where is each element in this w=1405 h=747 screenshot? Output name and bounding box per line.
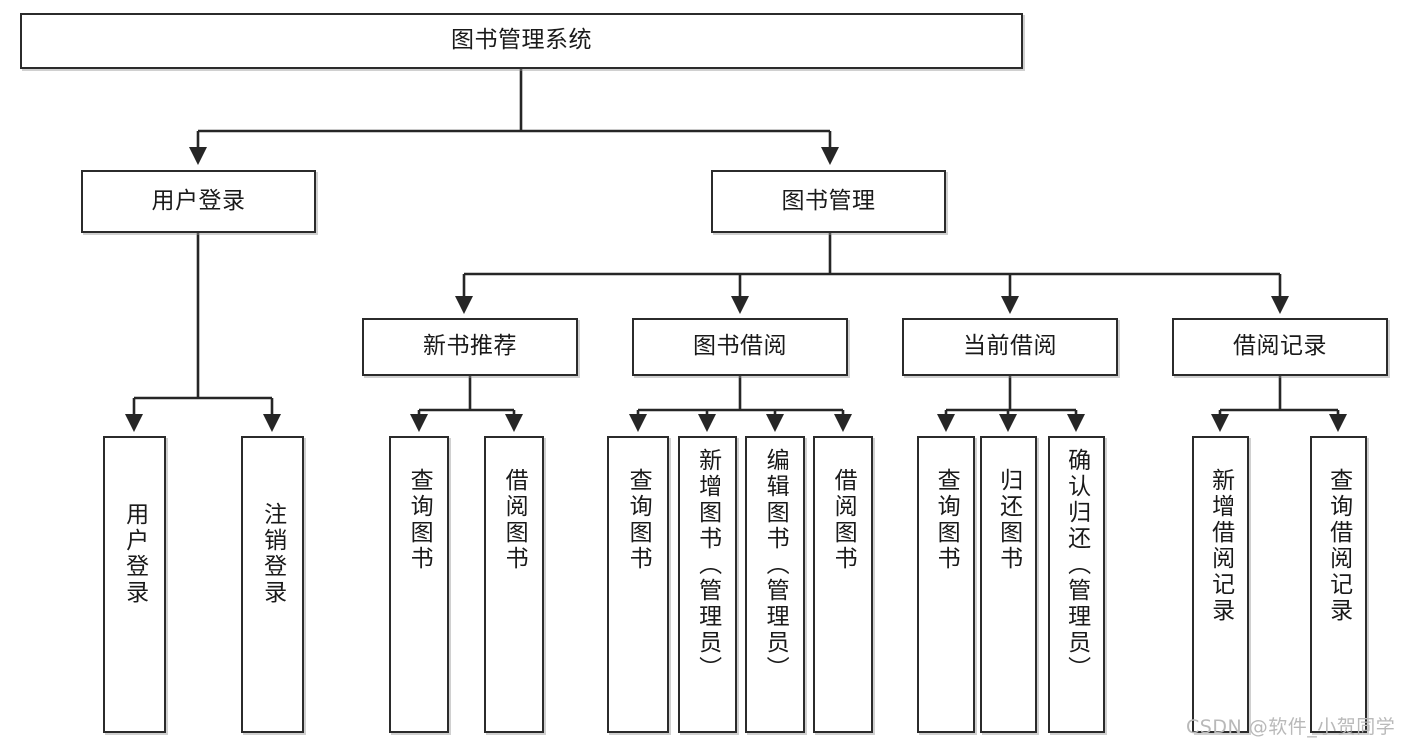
node-leaf-user-login[interactable]: 用户登录 xyxy=(103,436,166,733)
node-leaf-borrow-book-1[interactable]: 借阅图书 xyxy=(484,436,544,733)
node-user-login[interactable]: 用户登录 xyxy=(81,170,316,233)
node-leaf-query-record-label: 查询借阅记录 xyxy=(1325,468,1352,624)
node-leaf-edit-book-label: 编辑图书（管理员） xyxy=(762,448,789,682)
node-user-login-label: 用户登录 xyxy=(151,187,246,214)
node-new-book-recommend-label: 新书推荐 xyxy=(423,333,517,360)
node-leaf-user-login-label: 用户登录 xyxy=(121,502,148,606)
node-leaf-confirm-return[interactable]: 确认归还（管理员） xyxy=(1048,436,1105,733)
node-leaf-query-book-2-label: 查询图书 xyxy=(625,468,652,572)
node-leaf-edit-book[interactable]: 编辑图书（管理员） xyxy=(745,436,805,733)
node-book-manage[interactable]: 图书管理 xyxy=(711,170,946,233)
node-leaf-query-book-1[interactable]: 查询图书 xyxy=(389,436,449,733)
node-leaf-user-logout-label: 注销登录 xyxy=(259,502,286,606)
node-root-label: 图书管理系统 xyxy=(451,27,592,54)
node-leaf-query-record[interactable]: 查询借阅记录 xyxy=(1310,436,1367,733)
node-leaf-borrow-book-1-label: 借阅图书 xyxy=(501,468,528,572)
node-leaf-query-book-3[interactable]: 查询图书 xyxy=(917,436,975,733)
node-borrow-record-label: 借阅记录 xyxy=(1233,333,1327,360)
node-leaf-return-book[interactable]: 归还图书 xyxy=(980,436,1037,733)
node-leaf-add-record-label: 新增借阅记录 xyxy=(1207,468,1234,624)
node-leaf-borrow-book-2[interactable]: 借阅图书 xyxy=(813,436,873,733)
node-leaf-return-book-label: 归还图书 xyxy=(995,468,1022,572)
node-book-borrow-label: 图书借阅 xyxy=(693,333,787,360)
node-leaf-add-record[interactable]: 新增借阅记录 xyxy=(1192,436,1249,733)
node-current-borrow-label: 当前借阅 xyxy=(963,333,1057,360)
node-current-borrow[interactable]: 当前借阅 xyxy=(902,318,1118,376)
node-root[interactable]: 图书管理系统 xyxy=(20,13,1023,69)
watermark-text: CSDN @软件_小贺同学 xyxy=(1186,716,1396,738)
node-leaf-query-book-1-label: 查询图书 xyxy=(406,468,433,572)
node-new-book-recommend[interactable]: 新书推荐 xyxy=(362,318,578,376)
node-book-manage-label: 图书管理 xyxy=(781,187,876,214)
node-leaf-user-logout[interactable]: 注销登录 xyxy=(241,436,304,733)
node-leaf-query-book-2[interactable]: 查询图书 xyxy=(607,436,669,733)
node-leaf-add-book-label: 新增图书（管理员） xyxy=(694,448,721,682)
node-borrow-record[interactable]: 借阅记录 xyxy=(1172,318,1388,376)
node-book-borrow[interactable]: 图书借阅 xyxy=(632,318,848,376)
node-leaf-borrow-book-2-label: 借阅图书 xyxy=(830,468,857,572)
node-leaf-add-book[interactable]: 新增图书（管理员） xyxy=(678,436,737,733)
node-leaf-confirm-return-label: 确认归还（管理员） xyxy=(1063,448,1090,682)
node-leaf-query-book-3-label: 查询图书 xyxy=(933,468,960,572)
